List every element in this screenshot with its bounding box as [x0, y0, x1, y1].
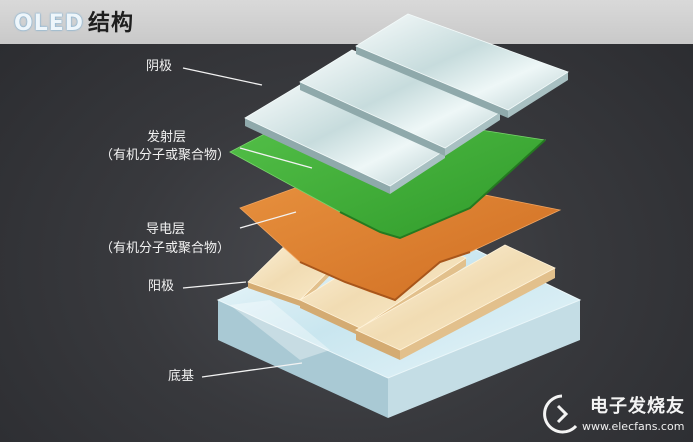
- watermark-logo-icon: [543, 394, 578, 434]
- title-oled: OLED: [14, 11, 85, 36]
- leader-line-substrate: [201, 362, 303, 378]
- label-emissive-layer-note: （有机分子或聚合物）: [100, 148, 231, 163]
- label-substrate: 底基: [168, 369, 195, 384]
- watermark-url: www.elecfans.com: [582, 420, 685, 433]
- cathode-strip: [244, 84, 446, 194]
- leader-lines: [182, 67, 313, 378]
- anode-strip: [355, 244, 556, 360]
- leader-line-emissive: [239, 147, 313, 169]
- label-anode: 阳极: [148, 279, 175, 294]
- leader-line-cathode: [182, 67, 263, 86]
- watermark-name: 电子发烧友: [590, 396, 685, 417]
- leader-line-anode: [182, 281, 247, 289]
- cathode-strip: [299, 49, 501, 156]
- leader-line-conductive: [239, 211, 297, 229]
- title-structure: 结构: [88, 11, 135, 36]
- label-conductive-layer-note: （有机分子或聚合物）: [100, 241, 231, 256]
- label-conductive-layer: 导电层: [146, 222, 186, 237]
- label-emissive-layer: 发射层: [147, 130, 187, 145]
- cathode-strip: [355, 13, 569, 118]
- cathode-strips: [244, 13, 569, 194]
- label-cathode: 阴极: [146, 59, 173, 74]
